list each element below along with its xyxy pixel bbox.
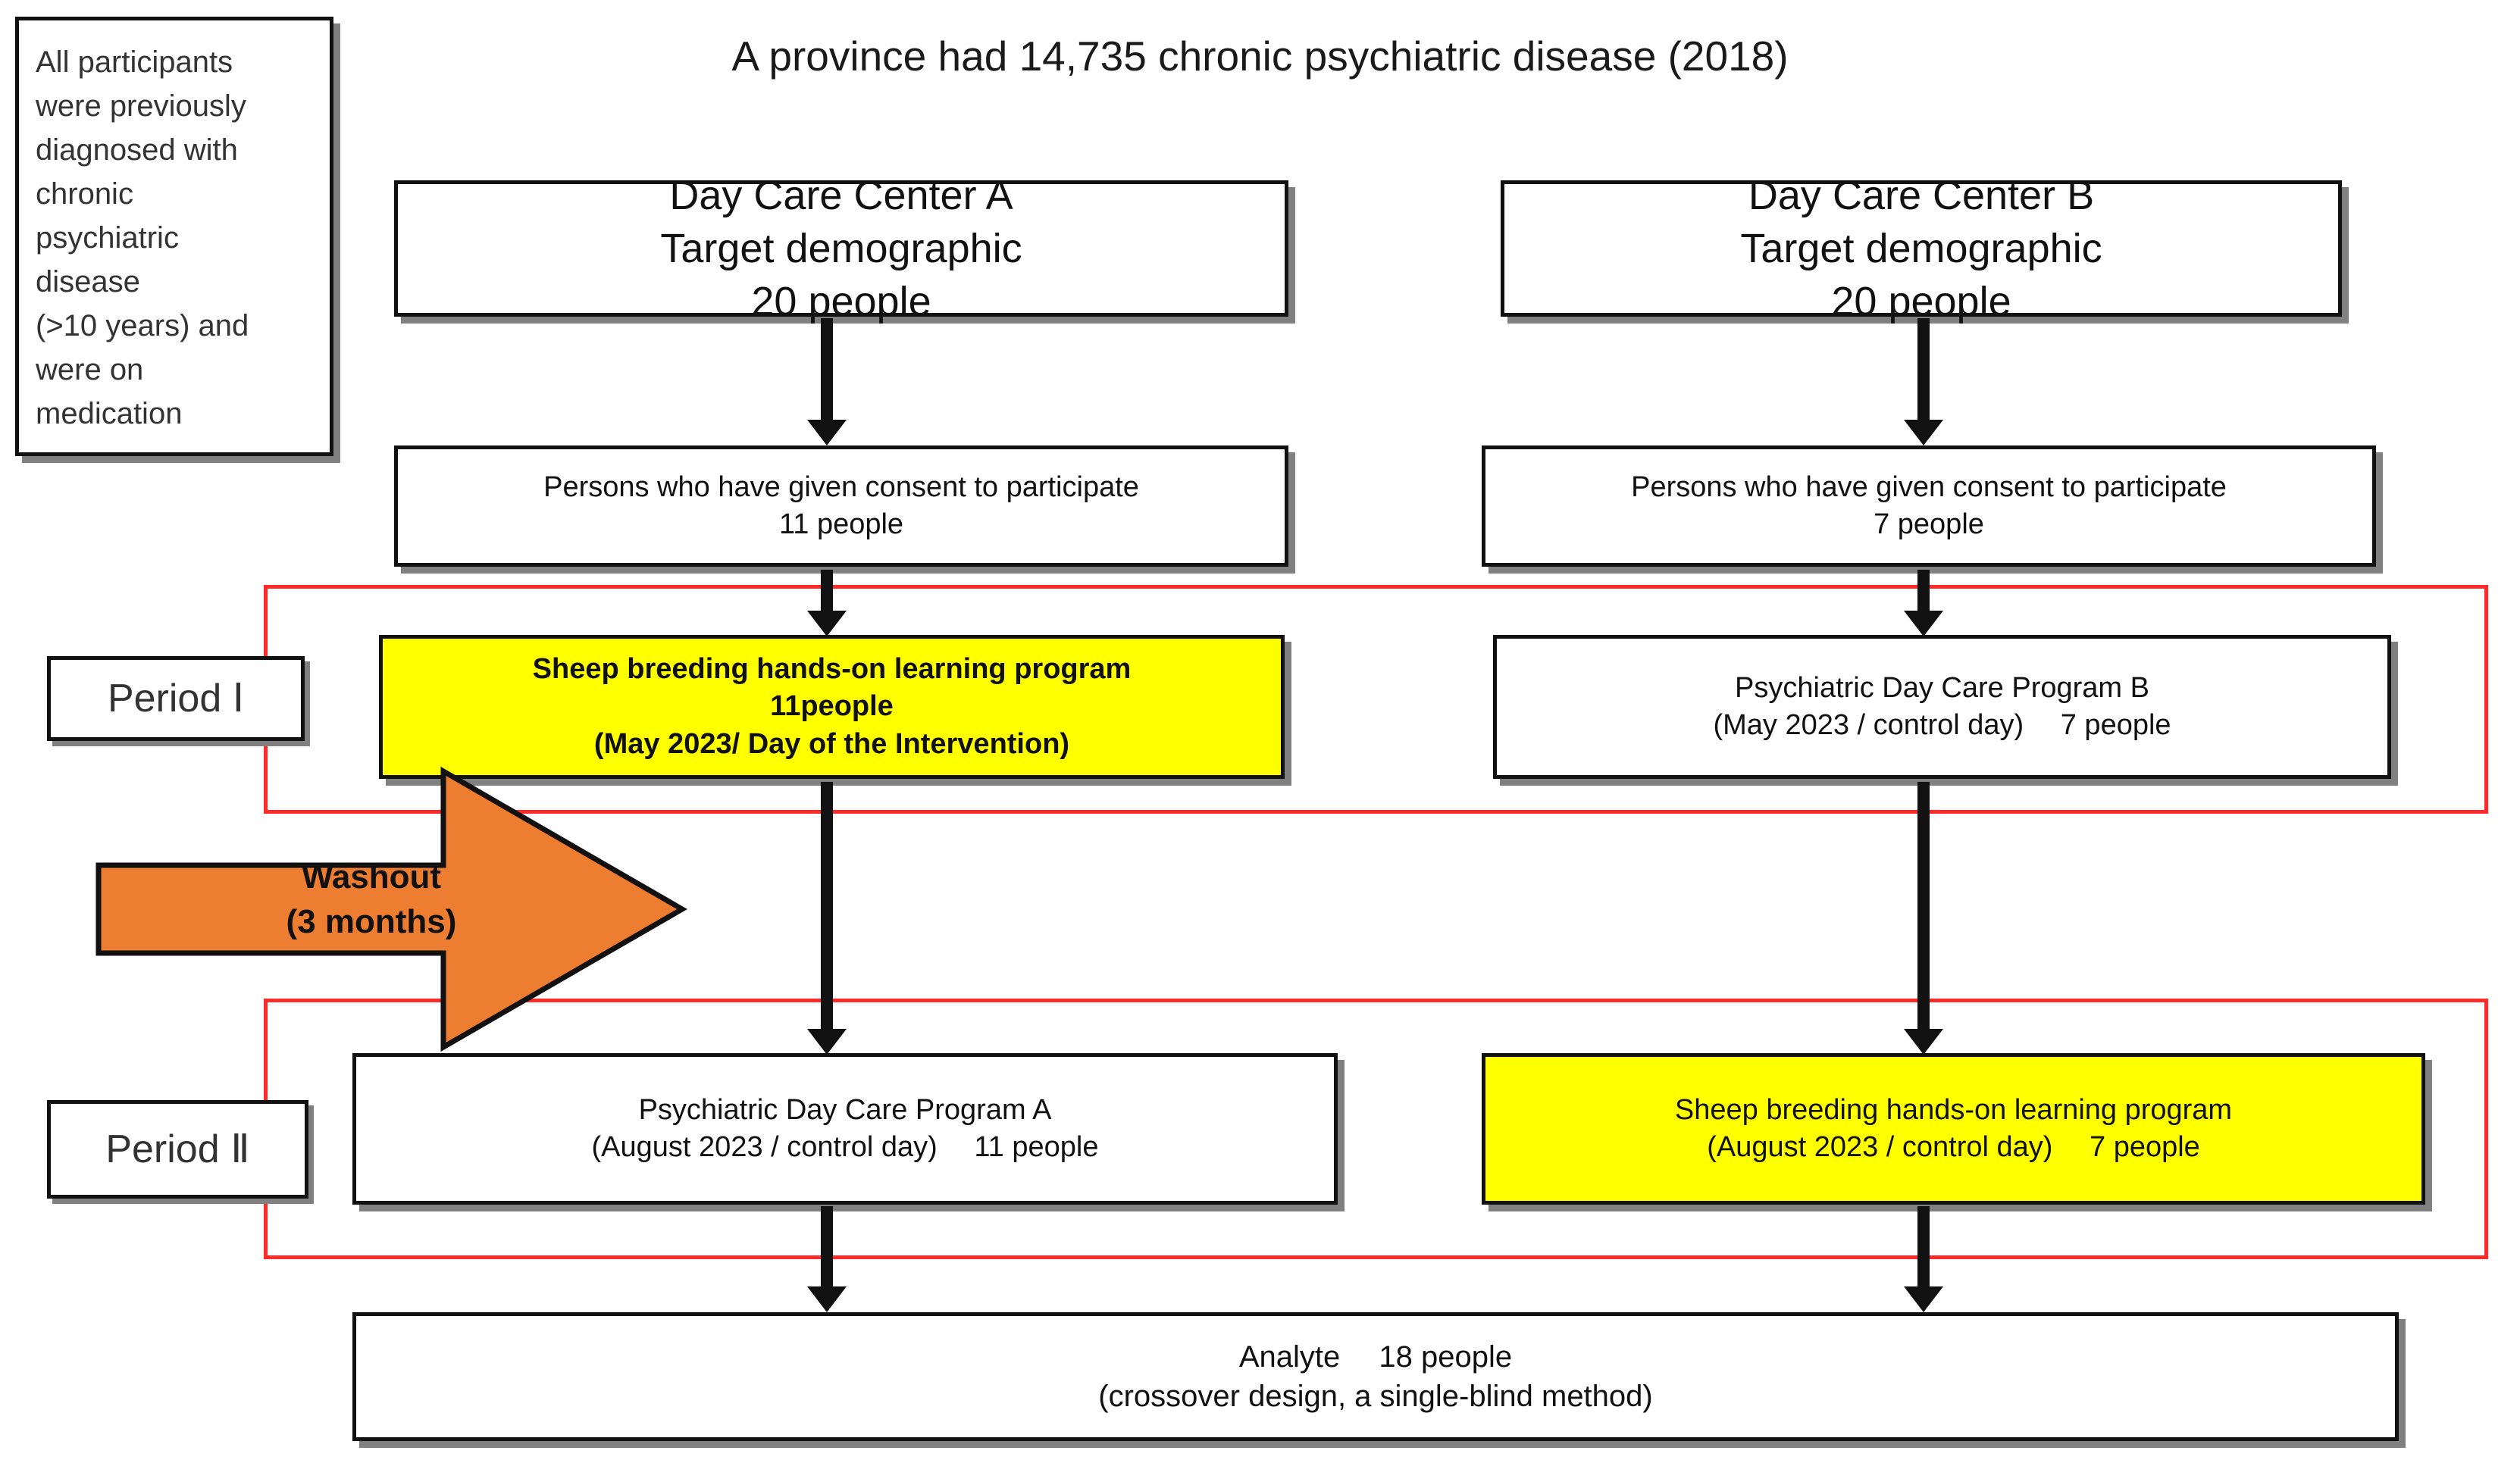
analyte-box: Analyte 18 people (crossover design, a s…: [352, 1312, 2399, 1441]
period2-b-title: Sheep breeding hands-on learning program: [1674, 1093, 2233, 1126]
period2-a-title: Psychiatric Day Care Program A: [638, 1093, 1052, 1126]
washout-label: Washout (3 months): [227, 855, 515, 945]
arrow-consent-a-to-period1-a: [821, 570, 833, 614]
note-line: All participants: [36, 45, 233, 79]
note-line: were previously: [36, 89, 246, 123]
arrow-period1-a-to-period2-a: [821, 782, 833, 1032]
period2-a-date: (August 2023 / control day) 11 people: [591, 1131, 1099, 1163]
period1-a-date: (May 2023/ Day of the Intervention): [593, 727, 1070, 760]
period1-a-count: 11people: [770, 690, 894, 723]
arrow-period2-a-to-analyte: [821, 1206, 833, 1290]
day-care-center-a-box: Day Care Center A Target demographic 20 …: [394, 173, 1288, 324]
consent-a-box: Persons who have given consent to partic…: [394, 445, 1288, 567]
page-title: A province had 14,735 chronic psychiatri…: [731, 33, 1789, 80]
note-line: chronic: [36, 177, 133, 211]
period-2-intervention-b-box: Sheep breeding hands-on learning program…: [1482, 1053, 2425, 1205]
note-line: psychiatric: [36, 221, 179, 255]
center-a-count: 20 people: [751, 279, 931, 325]
arrow-period1-b-to-period2-b: [1917, 782, 1930, 1032]
consent-b-text: Persons who have given consent to partic…: [1631, 470, 2227, 503]
arrow-consent-b-to-period1-b: [1917, 570, 1930, 614]
note-line: disease: [36, 265, 140, 299]
period-2-frame: [264, 999, 2488, 1259]
center-b-count: 20 people: [1831, 279, 2011, 325]
center-a-name: Day Care Center A: [669, 172, 1013, 218]
period-1-intervention-a-box: Sheep breeding hands-on learning program…: [379, 635, 1285, 779]
analyte-count: Analyte 18 people: [1238, 1340, 1513, 1374]
note-line: were on: [36, 353, 144, 386]
arrow-center-a-to-consent-a: [821, 318, 833, 423]
arrow-period2-b-to-analyte: [1917, 1206, 1930, 1290]
period-1-label: Period Ⅰ: [47, 656, 305, 741]
period-2-label: Period Ⅱ: [47, 1100, 308, 1199]
note-line: medication: [36, 397, 183, 430]
consent-b-count: 7 people: [1874, 508, 1984, 540]
consent-a-text: Persons who have given consent to partic…: [543, 470, 1139, 503]
center-a-target: Target demographic: [660, 225, 1022, 271]
washout-title: Washout: [301, 858, 442, 896]
period2-b-date: (August 2023 / control day) 7 people: [1707, 1131, 2200, 1163]
analyte-design: (crossover design, a single-blind method…: [1098, 1380, 1653, 1413]
participants-note-box: All participants were previously diagnos…: [15, 17, 333, 456]
note-line: (>10 years) and: [36, 309, 249, 342]
day-care-center-b-box: Day Care Center B Target demographic 20 …: [1501, 173, 2342, 324]
period-1-frame: [264, 585, 2488, 814]
consent-b-box: Persons who have given consent to partic…: [1482, 445, 2376, 567]
period-1-control-b-box: Psychiatric Day Care Program B (May 2023…: [1493, 635, 2391, 779]
period1-b-date: (May 2023 / control day) 7 people: [1713, 709, 2171, 741]
period1-a-title: Sheep breeding hands-on learning program: [532, 652, 1132, 685]
period1-b-title: Psychiatric Day Care Program B: [1735, 671, 2149, 704]
center-b-name: Day Care Center B: [1748, 172, 2095, 218]
washout-arrow-shape: [95, 766, 687, 1052]
note-line: diagnosed with: [36, 133, 238, 167]
period-2-control-a-box: Psychiatric Day Care Program A (August 2…: [352, 1053, 1338, 1205]
center-b-target: Target demographic: [1740, 225, 2102, 271]
washout-duration: (3 months): [286, 903, 457, 941]
arrow-center-b-to-consent-b: [1917, 318, 1930, 423]
consent-a-count: 11 people: [778, 508, 904, 540]
